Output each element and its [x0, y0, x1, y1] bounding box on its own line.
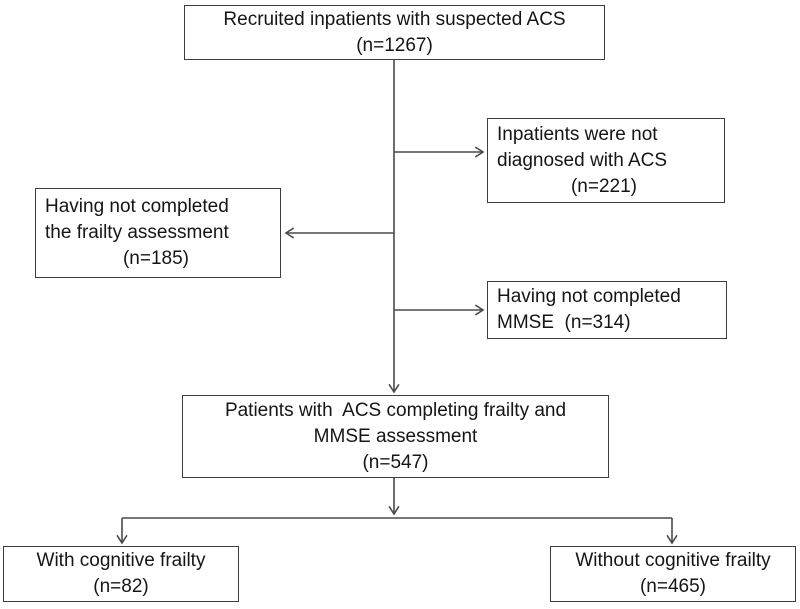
box-text-line: the frailty assessment: [45, 222, 229, 243]
box-text-line: Having not completed: [497, 286, 681, 307]
box-text-line: With cognitive frailty: [36, 550, 206, 571]
box-text-line: Inpatients were not: [497, 123, 658, 145]
box-no-frailty-assessment: Having not completed the frailty assessm…: [35, 188, 281, 278]
box-text-line: MMSE (n=314): [497, 312, 631, 333]
box-not-diagnosed: Inpatients were not diagnosed with ACS (…: [487, 118, 725, 203]
box-n-count: (n=465): [639, 576, 707, 597]
box-no-mmse: Having not completed MMSE (n=314): [487, 281, 727, 339]
box-n-count: (n=82): [93, 576, 149, 597]
box-n-count: (n=547): [362, 451, 429, 473]
box-text-line: Recruited inpatients with suspected ACS: [223, 8, 566, 30]
box-completed-assessments: Patients with ACS completing frailty and…: [182, 395, 609, 478]
box-with-cognitive-frailty: With cognitive frailty (n=82): [3, 546, 239, 602]
box-text-line: Patients with ACS completing frailty and: [224, 399, 567, 421]
box-n-count: (n=221): [570, 175, 638, 197]
box-text-line: MMSE assessment: [313, 425, 478, 447]
box-n-count: (n=1267): [356, 34, 433, 56]
box-recruited-inpatients: Recruited inpatients with suspected ACS …: [184, 5, 605, 60]
box-text-line: Without cognitive frailty: [575, 550, 771, 571]
box-text-line: diagnosed with ACS: [497, 149, 668, 171]
box-n-count: (n=185): [122, 248, 190, 269]
box-without-cognitive-frailty: Without cognitive frailty (n=465): [550, 546, 796, 602]
box-text-line: Having not completed: [45, 196, 229, 217]
